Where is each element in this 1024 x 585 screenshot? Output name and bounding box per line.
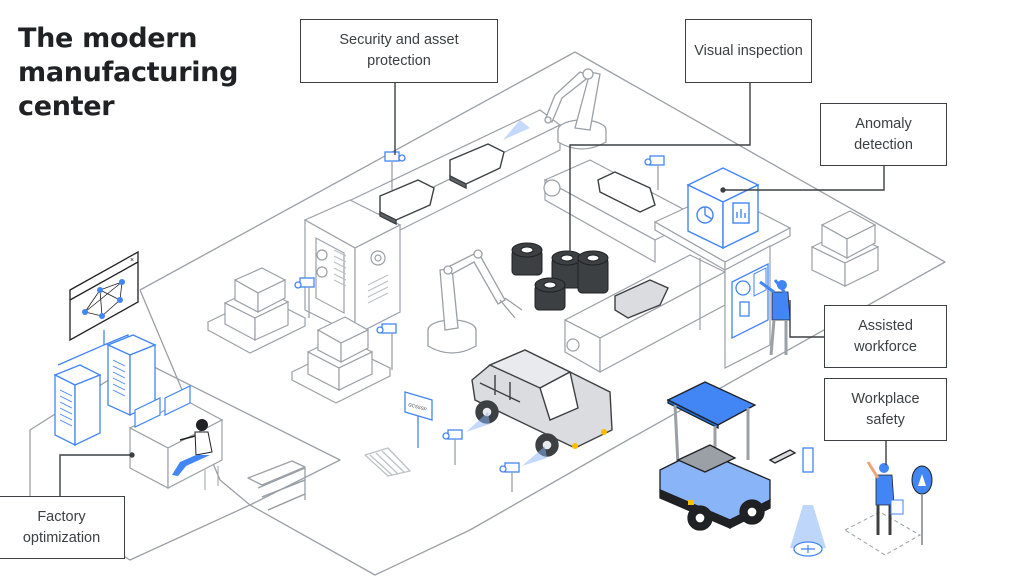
car xyxy=(471,349,613,457)
connector-anomaly xyxy=(723,166,885,191)
tire-stack xyxy=(511,242,543,276)
camera-icon xyxy=(384,151,406,190)
camera-beam xyxy=(466,412,490,432)
forklift xyxy=(659,381,797,531)
callout-connectors xyxy=(59,83,887,496)
callout-security-asset-protection: Security and asset protection xyxy=(300,19,498,83)
camera-icon xyxy=(644,155,665,190)
camera-beam xyxy=(522,446,547,466)
parts-trays xyxy=(379,143,669,319)
tire-stack xyxy=(534,277,566,311)
callout-assisted-workforce: Assisted workforce xyxy=(824,305,947,368)
camera-icon xyxy=(499,462,520,492)
camera-icon xyxy=(376,323,397,370)
svg-text:×: × xyxy=(130,257,134,264)
callout-label: Visual inspection xyxy=(694,42,803,59)
callout-label: Workplace safety xyxy=(851,390,920,428)
page-title: The modern manufacturing center xyxy=(18,23,239,122)
callout-label: Anomaly detection xyxy=(854,115,913,153)
callout-label: Security and asset protection xyxy=(339,32,459,69)
tire-stack xyxy=(551,250,583,289)
part-3 xyxy=(597,171,656,213)
factory-floor xyxy=(139,51,946,576)
callout-visual-inspection: Visual inspection xyxy=(685,19,812,83)
robot-arm-center xyxy=(427,249,523,354)
box-pallet-center xyxy=(290,316,392,404)
part-4 xyxy=(614,279,669,319)
stairs xyxy=(247,460,306,511)
network-graph-window: × xyxy=(57,250,139,366)
connector-factory xyxy=(59,454,132,496)
safety-sensor xyxy=(790,447,826,557)
tire-stacks xyxy=(511,242,609,311)
box-pallet-right xyxy=(810,210,880,287)
connector-assisted xyxy=(789,300,824,338)
floor-sign: GCSSSP xyxy=(404,391,433,448)
floor-hatch xyxy=(364,447,411,477)
sign-label: GCSSSP xyxy=(408,402,427,412)
camera-icon xyxy=(294,277,315,318)
box-pallet-left xyxy=(206,267,307,354)
callout-workplace-safety: Workplace safety xyxy=(824,378,947,441)
control-cabinet xyxy=(303,199,402,336)
callout-label: Assisted workforce xyxy=(854,317,917,355)
operator-desk xyxy=(128,385,224,489)
tire-stack xyxy=(577,250,609,294)
operator-person xyxy=(172,419,219,490)
camera-beam xyxy=(503,120,530,140)
connector-visual xyxy=(569,83,751,255)
dashboard-panel xyxy=(731,262,769,340)
analytics-cube xyxy=(686,167,760,250)
camera-icon xyxy=(442,429,463,465)
security-cameras xyxy=(294,120,665,492)
callout-label: Factory optimization xyxy=(22,508,101,546)
robot-arm-top xyxy=(544,68,607,150)
callout-factory-optimization: Factory optimization xyxy=(0,496,125,559)
callout-anomaly-detection: Anomaly detection xyxy=(820,103,947,166)
worker-person xyxy=(759,279,791,356)
safety-worker xyxy=(843,461,933,556)
